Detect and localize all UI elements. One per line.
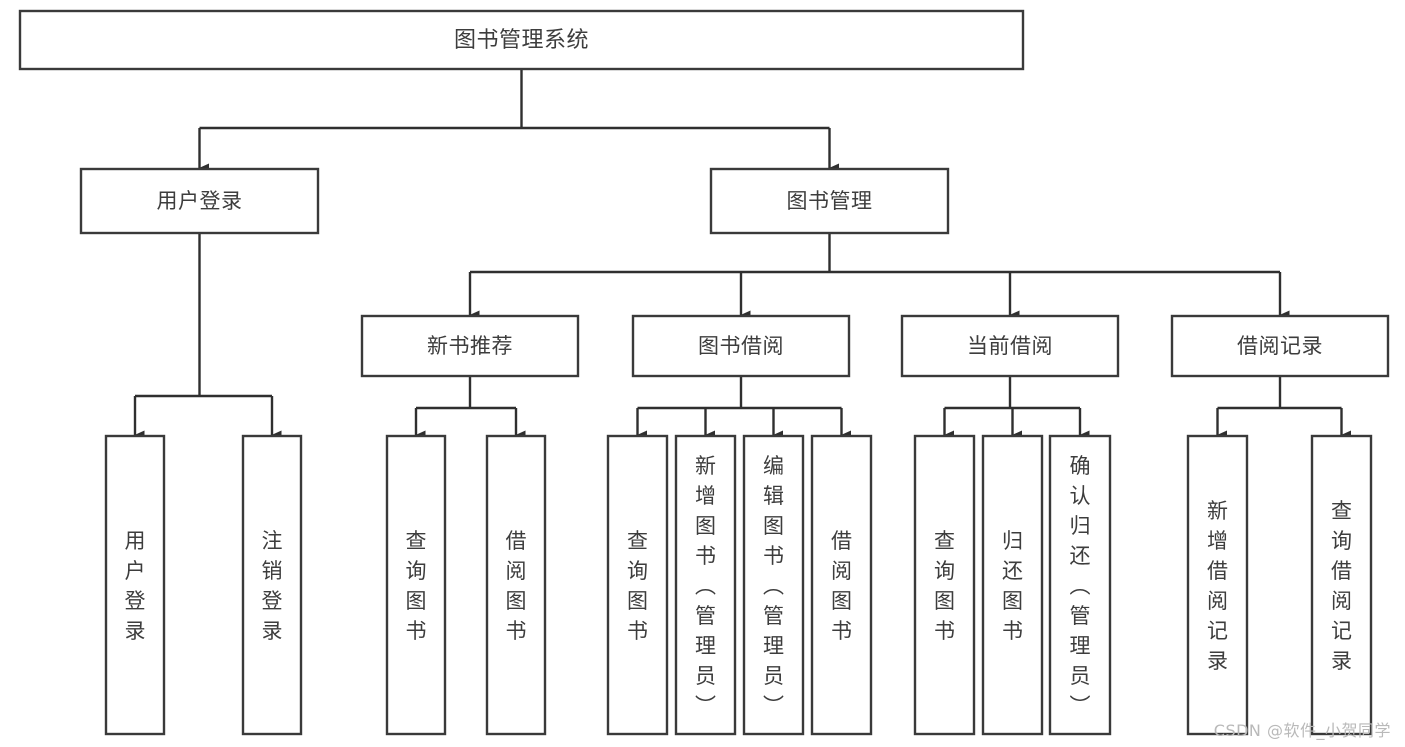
- node-leaf-borrow-book[interactable]: 借阅图书: [810, 434, 873, 736]
- node-box-new-book-recommend: [360, 314, 580, 378]
- watermark-label: CSDN @软件_小贺同学: [1213, 721, 1391, 740]
- node-label-leaf-add-book-admin: 新增图书︵管理员︶: [695, 454, 716, 718]
- node-leaf-edit-book-admin[interactable]: 编辑图书︵管理员︶: [742, 434, 805, 736]
- node-leaf-borrow-book-recommend[interactable]: 借阅图书: [485, 434, 547, 736]
- node-book-borrow[interactable]: 图书借阅: [631, 314, 851, 378]
- node-label-book-borrow: 图书借阅: [698, 334, 784, 358]
- node-book-manage[interactable]: 图书管理: [709, 167, 950, 235]
- node-borrow-record[interactable]: 借阅记录: [1170, 314, 1390, 378]
- node-box-borrow-record: [1170, 314, 1390, 378]
- node-leaf-query-book-current[interactable]: 查询图书: [913, 434, 976, 736]
- node-leaf-add-book-admin[interactable]: 新增图书︵管理员︶: [674, 434, 737, 736]
- node-leaf-query-book-recommend[interactable]: 查询图书: [385, 434, 447, 736]
- node-box-leaf-return-book: [981, 434, 1044, 736]
- node-layer: 图书管理系统用户登录图书管理新书推荐图书借阅当前借阅借阅记录用户登录注销登录查询…: [18, 9, 1390, 736]
- node-box-leaf-user-login: [104, 434, 166, 736]
- node-label-leaf-user-logout: 注销登录: [262, 529, 283, 643]
- node-box-leaf-edit-book-admin: [742, 434, 805, 736]
- node-box-leaf-query-book-recommend: [385, 434, 447, 736]
- node-label-leaf-query-book-borrow: 查询图书: [627, 529, 648, 643]
- node-label-leaf-edit-book-admin: 编辑图书︵管理员︶: [763, 454, 784, 718]
- node-box-leaf-add-book-admin: [674, 434, 737, 736]
- node-label-new-book-recommend: 新书推荐: [427, 334, 513, 358]
- node-new-book-recommend[interactable]: 新书推荐: [360, 314, 580, 378]
- node-leaf-add-borrow-record[interactable]: 新增借阅记录: [1186, 434, 1249, 736]
- node-user-login[interactable]: 用户登录: [79, 167, 320, 235]
- connector-layer: [133, 69, 1352, 440]
- node-label-leaf-confirm-return-admin: 确认归还︵管理员︶: [1070, 454, 1091, 718]
- node-label-leaf-return-book: 归还图书: [1002, 529, 1023, 643]
- node-box-leaf-query-book-borrow: [606, 434, 669, 736]
- node-box-leaf-confirm-return-admin: [1048, 434, 1112, 736]
- node-label-leaf-borrow-book: 借阅图书: [831, 529, 852, 643]
- node-box-leaf-add-borrow-record: [1186, 434, 1249, 736]
- node-box-user-login: [79, 167, 320, 235]
- node-leaf-return-book[interactable]: 归还图书: [981, 434, 1044, 736]
- node-label-user-login: 用户登录: [157, 189, 243, 213]
- node-label-borrow-record: 借阅记录: [1237, 334, 1323, 358]
- node-label-book-manage: 图书管理: [787, 189, 873, 213]
- node-label-leaf-borrow-book-recommend: 借阅图书: [506, 529, 527, 643]
- node-box-leaf-user-logout: [241, 434, 303, 736]
- node-label-leaf-query-borrow-record: 查询借阅记录: [1331, 499, 1352, 673]
- node-label-leaf-add-borrow-record: 新增借阅记录: [1207, 499, 1228, 673]
- node-root[interactable]: 图书管理系统: [18, 9, 1025, 71]
- node-box-root: [18, 9, 1025, 71]
- node-box-leaf-borrow-book: [810, 434, 873, 736]
- node-label-current-borrow: 当前借阅: [967, 334, 1053, 358]
- node-label-leaf-query-book-current: 查询图书: [934, 529, 955, 643]
- node-leaf-user-login[interactable]: 用户登录: [104, 434, 166, 736]
- node-box-book-borrow: [631, 314, 851, 378]
- node-box-leaf-borrow-book-recommend: [485, 434, 547, 736]
- node-leaf-confirm-return-admin[interactable]: 确认归还︵管理员︶: [1048, 434, 1112, 736]
- node-label-leaf-query-book-recommend: 查询图书: [406, 529, 427, 643]
- node-box-book-manage: [709, 167, 950, 235]
- node-label-leaf-user-login: 用户登录: [125, 529, 146, 643]
- node-leaf-query-borrow-record[interactable]: 查询借阅记录: [1310, 434, 1373, 736]
- node-box-leaf-query-borrow-record: [1310, 434, 1373, 736]
- node-box-current-borrow: [900, 314, 1120, 378]
- node-leaf-user-logout[interactable]: 注销登录: [241, 434, 303, 736]
- node-label-root: 图书管理系统: [454, 28, 589, 53]
- node-box-leaf-query-book-current: [913, 434, 976, 736]
- node-leaf-query-book-borrow[interactable]: 查询图书: [606, 434, 669, 736]
- node-current-borrow[interactable]: 当前借阅: [900, 314, 1120, 378]
